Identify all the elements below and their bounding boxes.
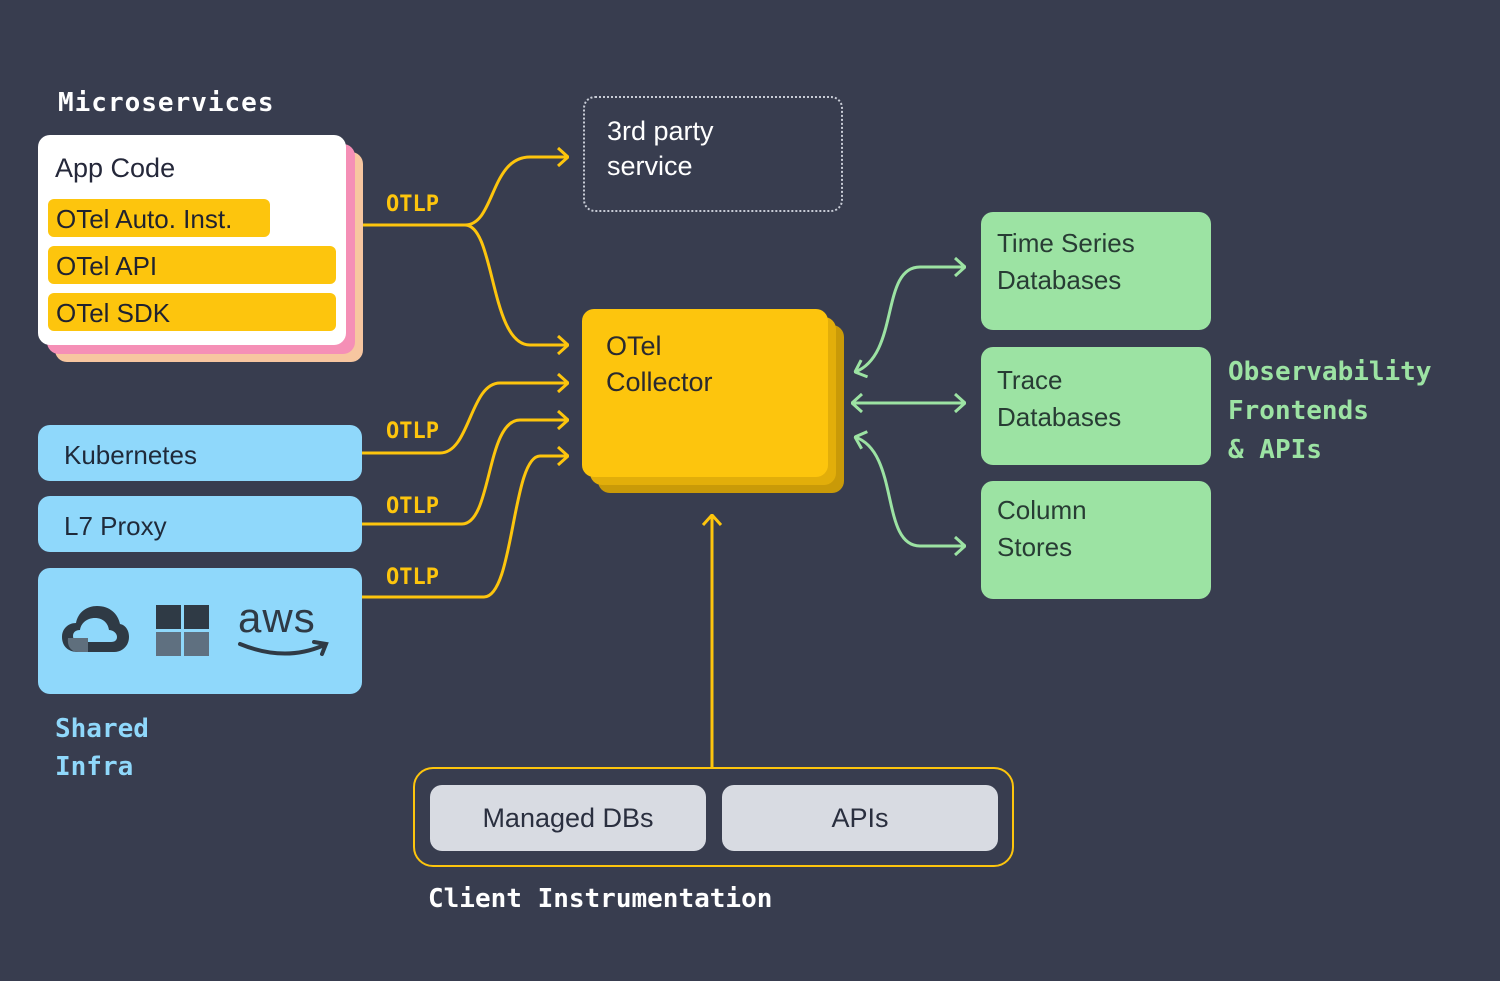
third-party-service-box: 3rd party service: [583, 96, 843, 212]
column-stores-box: Column Stores: [981, 481, 1211, 599]
ms-to-collector-line: [362, 223, 568, 345]
observability-label-line3: & APIs: [1228, 435, 1322, 465]
managed-dbs-box: Managed DBs: [430, 785, 706, 851]
ms-to-thirdparty-line: [362, 157, 568, 227]
google-cloud-icon: [62, 606, 129, 652]
proxy-to-collector-line: [362, 420, 568, 526]
observability-label-line1: Observability: [1228, 357, 1432, 387]
trace-db-box: Trace Databases: [981, 347, 1211, 465]
l7-proxy-label: L7 Proxy: [64, 511, 167, 541]
client-instrumentation-box: Managed DBs APIs: [413, 767, 1014, 867]
microservices-card: App Code OTel Auto. Inst. OTel API OTel …: [38, 135, 346, 345]
otlp-label-cloud: OTLP: [386, 565, 439, 590]
kubernetes-box: Kubernetes: [38, 425, 362, 481]
time-series-db-box: Time Series Databases: [981, 212, 1211, 330]
otel-collector-box: OTel Collector: [582, 309, 828, 477]
shared-infra-label-line2: Infra: [55, 752, 134, 782]
otlp-label-proxy: OTLP: [386, 494, 439, 519]
aws-icon: aws: [236, 594, 336, 660]
otel-auto-inst-pill: OTel Auto. Inst.: [48, 199, 270, 237]
aws-smile: [238, 640, 329, 656]
third-party-line2: service: [607, 151, 693, 181]
microservices-label: Microservices: [58, 88, 275, 118]
collector-line1: OTel: [606, 331, 662, 361]
otlp-label-microservices: OTLP: [386, 192, 439, 217]
time-series-line1: Time Series: [997, 228, 1135, 258]
observability-label-line2: Frontends: [1228, 396, 1369, 426]
time-series-line2: Databases: [997, 265, 1122, 295]
trace-line2: Databases: [997, 402, 1122, 432]
collector-timeseries-line: [855, 267, 965, 372]
client-instrumentation-label: Client Instrumentation: [428, 884, 773, 914]
column-line2: Stores: [997, 532, 1073, 562]
column-line1: Column: [997, 495, 1087, 525]
otel-sdk-pill: OTel SDK: [48, 293, 336, 331]
otlp-label-kubernetes: OTLP: [386, 419, 439, 444]
trace-line1: Trace: [997, 365, 1063, 395]
app-code-label: App Code: [55, 153, 176, 183]
apis-box: APIs: [722, 785, 998, 851]
k8s-to-collector-line: [362, 383, 568, 455]
l7-proxy-box: L7 Proxy: [38, 496, 362, 552]
azure-windows-icon: [156, 605, 209, 656]
cloud-providers-box: aws: [38, 568, 362, 694]
kubernetes-label: Kubernetes: [64, 440, 197, 470]
shared-infra-label-line1: Shared: [55, 714, 149, 744]
collector-line2: Collector: [606, 367, 713, 397]
cloud-to-collector-line: [362, 456, 568, 599]
third-party-line1: 3rd party: [607, 116, 714, 146]
collector-column-line: [855, 437, 965, 546]
otel-api-pill: OTel API: [48, 246, 336, 284]
aws-wordmark: aws: [238, 594, 316, 641]
